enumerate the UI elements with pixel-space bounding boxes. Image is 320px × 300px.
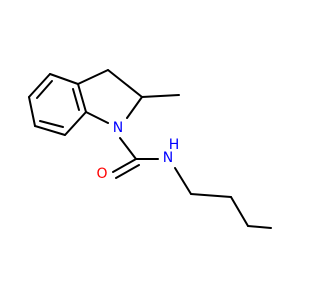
bond-c3-c4: [247, 225, 272, 229]
ring-nitrogen-label: N: [113, 120, 123, 136]
bond-c2-n1: [126, 96, 143, 119]
double-bond-c6-c7-inner: [39, 120, 64, 128]
bond-c3a-c4: [49, 73, 79, 85]
bond-c5-c6: [28, 96, 36, 127]
benzene-ring: [28, 73, 87, 136]
double-bond-c7a-c3a-inner: [72, 88, 80, 111]
bond-n1-carbonyl-c: [119, 137, 137, 160]
bond-n1-c7a: [85, 111, 109, 124]
bond-c7-c7a: [64, 111, 87, 136]
bond-c1-c2: [190, 193, 232, 198]
bond-c3a-c3: [77, 69, 109, 85]
bond-c6-c7: [34, 125, 66, 136]
bond-c4-c5: [28, 73, 51, 98]
pyrroline-ring: [77, 69, 143, 124]
carboxamide-group: [112, 137, 159, 179]
amide-nitrogen-label: N: [163, 150, 173, 166]
molecule-structure: N H N O: [28, 69, 272, 229]
bond-c7a-c3a: [77, 83, 87, 113]
bond-c2-methyl: [141, 94, 180, 98]
double-bond-c4-c5-inner: [36, 80, 53, 99]
bond-c3-c2: [107, 69, 143, 98]
butyl-chain: [174, 167, 272, 229]
bond-nh-c1: [174, 167, 192, 195]
bond-c2-c3: [230, 196, 249, 227]
double-bond-c-o-2: [115, 164, 140, 179]
amide-hydrogen-label: H: [169, 137, 180, 153]
carbonyl-oxygen-label: O: [96, 166, 107, 182]
double-bond-c-o-1: [112, 158, 137, 173]
